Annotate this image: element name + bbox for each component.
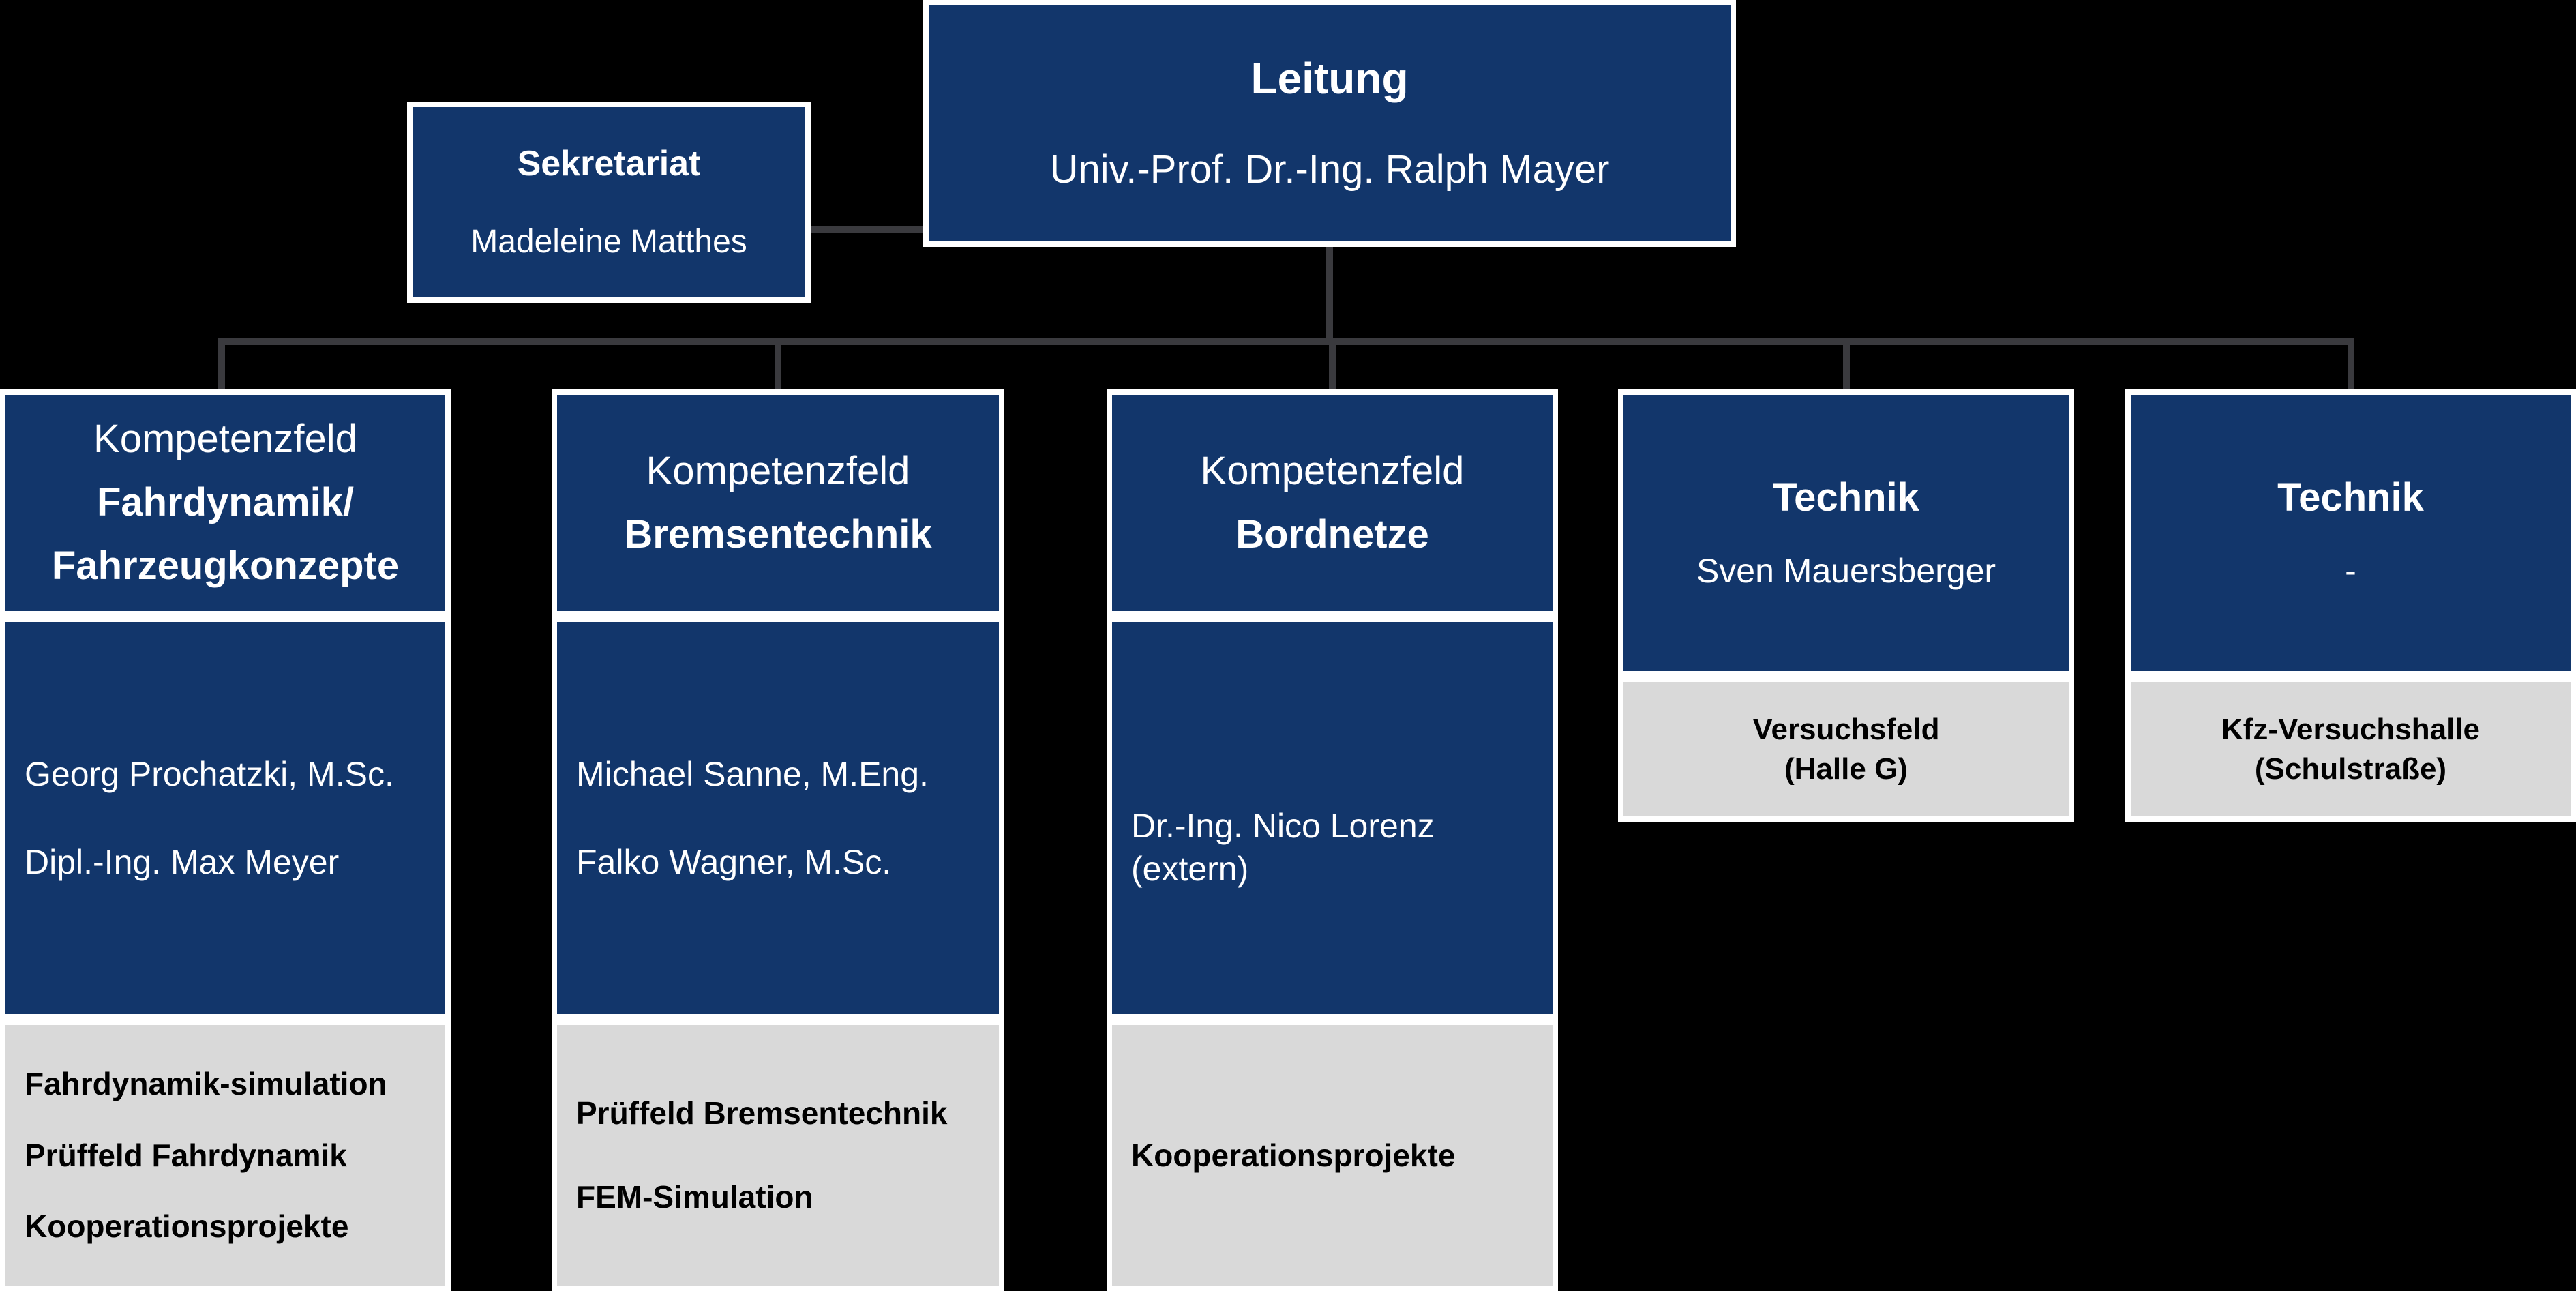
area-item: Kooperationsprojekte [25, 1208, 349, 1245]
technik-1-name: Sven Mauersberger [1696, 551, 1996, 590]
kompetenzfeld-3-name-line1: Bordnetze [1235, 511, 1429, 557]
sekretariat-name: Madeleine Matthes [470, 223, 747, 260]
member: Georg Prochatzki, M.Sc. [25, 755, 394, 793]
kompetenzfeld-1-label: Kompetenzfeld [93, 417, 357, 462]
kompetenzfeld-2-label: Kompetenzfeld [646, 448, 910, 493]
facility-line: Versuchsfeld [1752, 713, 1940, 747]
connector-leitung-drop [1326, 246, 1333, 338]
node-kompetenzfeld-3-members: Dr.-Ing. Nico Lorenz (extern) [1107, 617, 1558, 1020]
node-kompetenzfeld-1-header: Kompetenzfeld Fahrdynamik/ Fahrzeugkonze… [0, 389, 451, 617]
node-kompetenzfeld-2-header: Kompetenzfeld Bremsentechnik [552, 389, 1004, 617]
kompetenzfeld-3-label: Kompetenzfeld [1200, 448, 1465, 493]
member: Dr.-Ing. Nico Lorenz (extern) [1131, 807, 1435, 888]
node-technik-1-header: Technik Sven Mauersberger [1618, 389, 2074, 677]
connector-sekretariat-leitung [811, 226, 923, 233]
sekretariat-title: Sekretariat [517, 144, 701, 183]
node-sekretariat: Sekretariat Madeleine Matthes [407, 102, 811, 303]
node-technik-2-facility: Kfz-Versuchshalle (Schulstraße) [2125, 677, 2576, 822]
node-kompetenzfeld-3-areas: Kooperationsprojekte [1107, 1020, 1558, 1291]
technik-2-title: Technik [2277, 475, 2424, 520]
connector-stub-col3 [1329, 345, 1336, 390]
kompetenzfeld-1-name-line2: Fahrzeugkonzepte [51, 543, 400, 588]
connector-stub-col4 [1843, 345, 1850, 390]
area-item: Prüffeld Fahrdynamik [25, 1137, 347, 1173]
technik-1-title: Technik [1773, 475, 1919, 520]
node-kompetenzfeld-3-header: Kompetenzfeld Bordnetze [1107, 389, 1558, 617]
node-kompetenzfeld-1-members: Georg Prochatzki, M.Sc. Dipl.-Ing. Max M… [0, 617, 451, 1020]
area-item: FEM-Simulation [576, 1179, 813, 1215]
kompetenzfeld-1-name-line1: Fahrdynamik/ [96, 480, 355, 525]
leitung-title: Leitung [1250, 53, 1409, 103]
node-technik-1-facility: Versuchsfeld (Halle G) [1618, 677, 2074, 822]
facility-line: (Halle G) [1784, 752, 1908, 786]
facility-line: Kfz-Versuchshalle [2221, 713, 2481, 747]
node-technik-2-header: Technik - [2125, 389, 2576, 677]
area-item: Kooperationsprojekte [1131, 1137, 1456, 1173]
node-kompetenzfeld-1-areas: Fahrdynamik-simulation Prüffeld Fahrdyna… [0, 1020, 451, 1291]
area-item: Fahrdynamik-simulation [25, 1065, 387, 1101]
connector-stub-col2 [775, 345, 781, 390]
connector-stub-col1 [218, 345, 225, 390]
connector-horizontal [218, 338, 2354, 345]
member: Falko Wagner, M.Sc. [576, 842, 892, 881]
leitung-name: Univ.-Prof. Dr.-Ing. Ralph Mayer [1049, 147, 1610, 192]
kompetenzfeld-2-name-line1: Bremsentechnik [624, 511, 932, 557]
member: Dipl.-Ing. Max Meyer [25, 842, 340, 881]
area-item: Prüffeld Bremsentechnik [576, 1095, 948, 1131]
node-kompetenzfeld-2-members: Michael Sanne, M.Eng. Falko Wagner, M.Sc… [552, 617, 1004, 1020]
connector-stub-col5 [2348, 345, 2354, 390]
node-kompetenzfeld-2-areas: Prüffeld Bremsentechnik FEM-Simulation [552, 1020, 1004, 1291]
facility-line: (Schulstraße) [2254, 752, 2447, 786]
member: Michael Sanne, M.Eng. [576, 755, 929, 793]
technik-2-name: - [2345, 551, 2356, 590]
node-leitung: Leitung Univ.-Prof. Dr.-Ing. Ralph Mayer [923, 0, 1736, 247]
